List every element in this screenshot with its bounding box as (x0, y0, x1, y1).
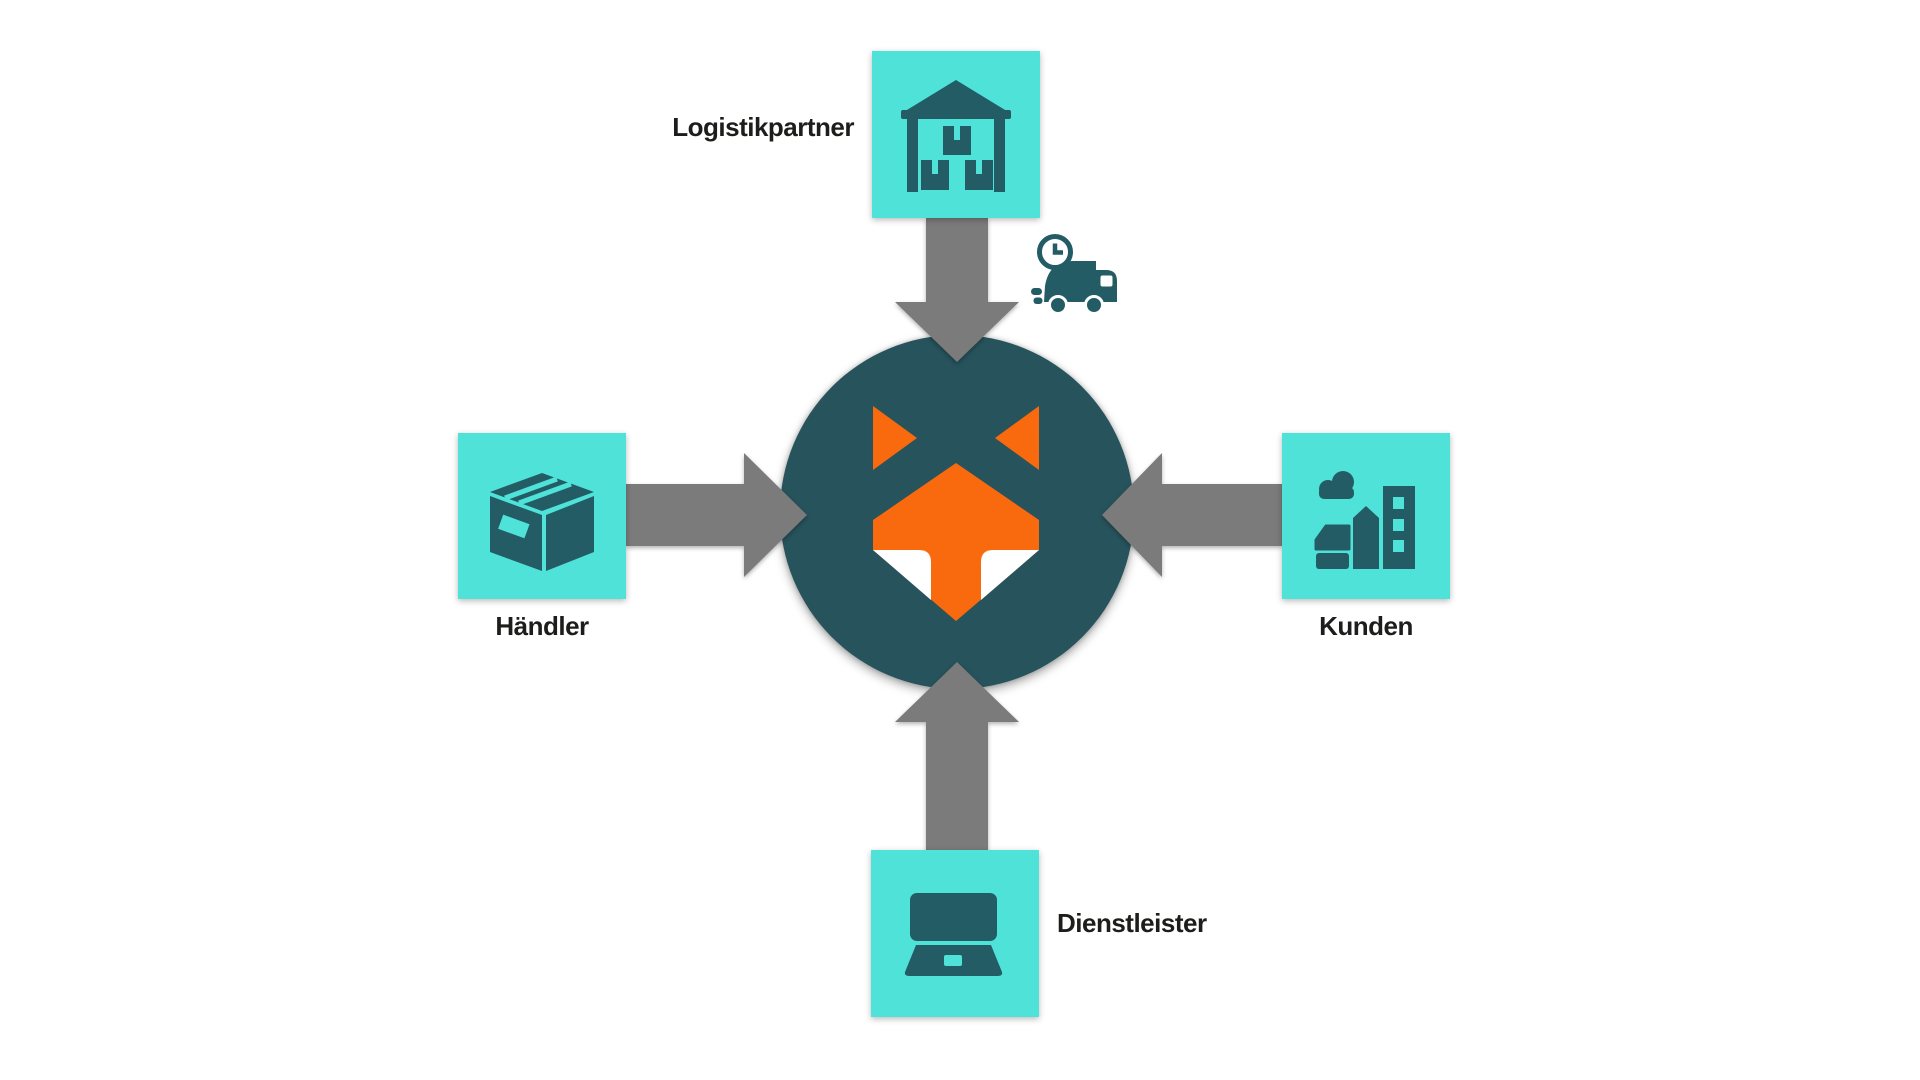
truck-clock-icon (1031, 234, 1117, 315)
fox-logo (873, 406, 1039, 621)
fox-muzzle-right (981, 550, 1039, 600)
arrow-from-dienstleister (895, 662, 1019, 850)
arrow-from-logistikpartner (895, 218, 1019, 362)
laptop-icon (904, 893, 1003, 976)
package-icon (490, 473, 594, 571)
arrow-from-kunden (1102, 453, 1282, 577)
buildings-icon (1314, 471, 1415, 569)
label-logistikpartner: Logistikpartner (672, 112, 854, 142)
label-kunden: Kunden (1319, 611, 1413, 641)
label-haendler: Händler (495, 611, 589, 641)
fox-ear-left (873, 406, 917, 470)
fox-face (873, 463, 1039, 621)
fox-muzzle-left (873, 550, 931, 600)
arrow-from-haendler (626, 453, 807, 577)
label-dienstleister: Dienstleister (1057, 908, 1207, 938)
warehouse-icon (901, 80, 1011, 192)
fox-ear-right (995, 406, 1039, 470)
